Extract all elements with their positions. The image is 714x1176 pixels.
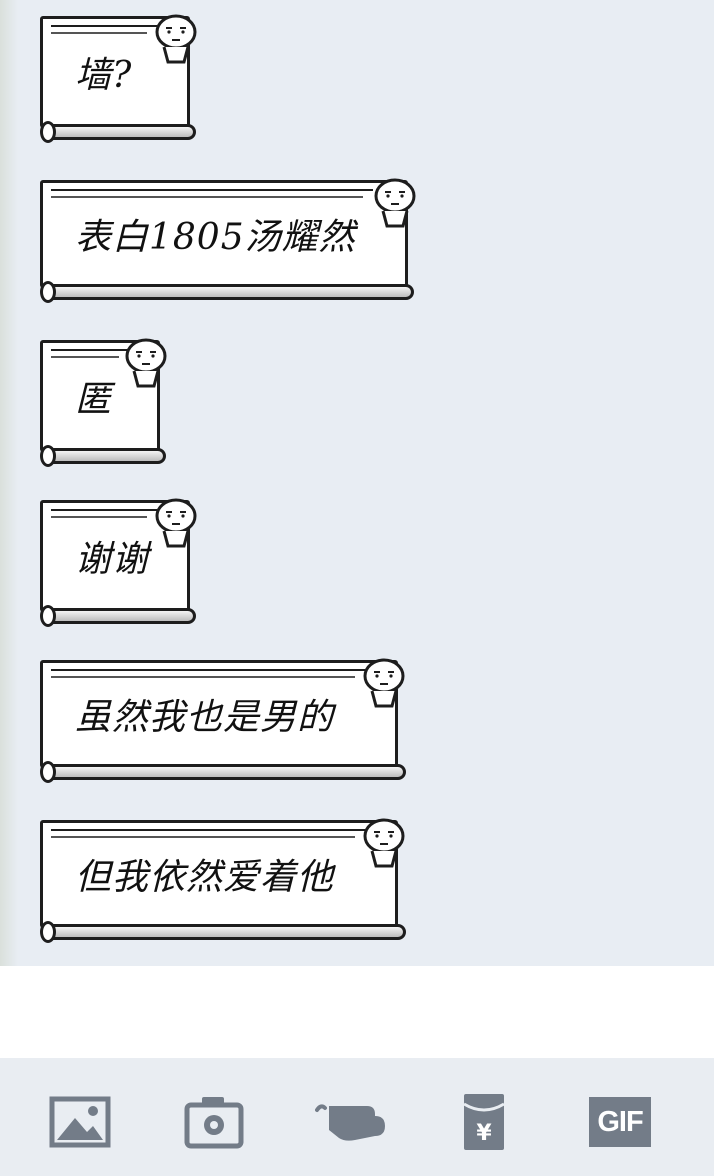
camera-icon xyxy=(184,1097,244,1149)
gif-button[interactable]: GIF xyxy=(588,1090,652,1154)
meme-face-icon xyxy=(125,338,167,388)
scroll-sticker: 虽然我也是男的 xyxy=(40,660,398,768)
scroll-roll xyxy=(42,608,196,624)
image-icon xyxy=(49,1096,111,1148)
scroll-roll xyxy=(42,764,406,780)
scroll-sticker: 但我依然爱着他 xyxy=(40,820,398,928)
message-text: 表白1805汤耀然 xyxy=(75,217,356,258)
red-packet-button[interactable]: ¥ xyxy=(452,1090,516,1154)
scroll-roll xyxy=(42,448,166,464)
meme-face-icon xyxy=(363,818,405,868)
image-button[interactable] xyxy=(48,1090,112,1154)
message-text: 但我依然爱着他 xyxy=(75,857,335,898)
scroll-sticker: 表白1805汤耀然 xyxy=(40,180,408,288)
poke-button[interactable] xyxy=(314,1090,390,1154)
yuan-symbol: ¥ xyxy=(476,1121,492,1146)
avatar-edge xyxy=(0,0,18,966)
red-packet-icon: ¥ xyxy=(463,1094,505,1150)
gif-icon: GIF xyxy=(589,1097,651,1147)
meme-face-icon xyxy=(363,658,405,708)
meme-face-icon xyxy=(155,498,197,548)
poke-hand-icon xyxy=(315,1104,385,1141)
meme-face-icon xyxy=(374,178,416,228)
message-input-area[interactable] xyxy=(0,966,714,1058)
camera-button[interactable] xyxy=(182,1090,246,1154)
chat-area: 墙? 表白1805汤耀然 xyxy=(0,0,416,966)
scroll-roll xyxy=(42,124,196,140)
message-text: 匿 xyxy=(75,379,113,420)
message-text: 谢谢 xyxy=(75,539,150,580)
scroll-sticker: 谢谢 xyxy=(40,500,190,612)
gif-label: GIF xyxy=(597,1105,643,1138)
scroll-roll xyxy=(42,924,406,940)
message-text: 墙? xyxy=(75,55,133,96)
scroll-roll xyxy=(42,284,414,300)
message-text: 虽然我也是男的 xyxy=(75,697,335,738)
meme-face-icon xyxy=(155,14,197,64)
